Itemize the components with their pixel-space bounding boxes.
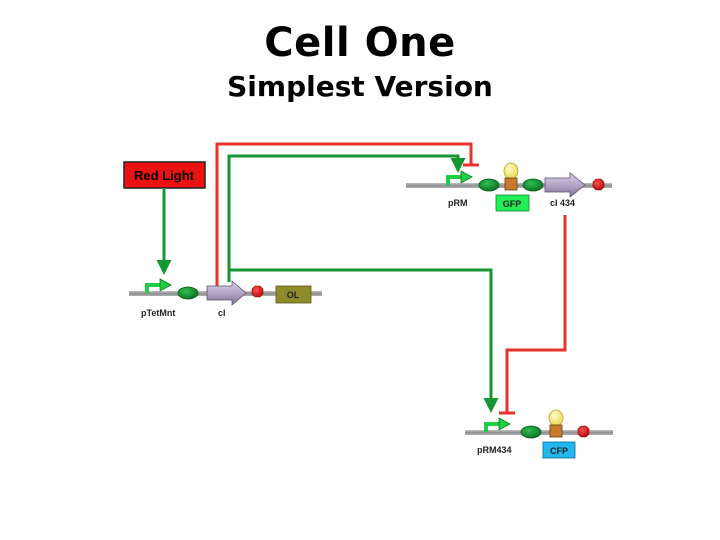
gfp-box — [495, 194, 530, 212]
promoter-arrow-icon — [446, 175, 463, 185]
terminator-icon — [251, 285, 264, 298]
prm434-label: pRM434 — [477, 445, 512, 455]
terminator-icon — [577, 425, 590, 438]
ci434-label: cI 434 — [550, 198, 575, 208]
rbs-icon — [177, 286, 199, 300]
construct-ptetmnt-ci: OL pTetMnt cI — [129, 278, 322, 318]
terminator-icon — [592, 178, 605, 191]
promoter-arrow-head — [159, 278, 172, 292]
promoter-arrow-icon — [484, 422, 501, 432]
promoter-arrow-icon — [145, 283, 162, 293]
red-light-box — [123, 161, 206, 189]
ol-box — [275, 285, 312, 304]
gene-arrow-icon — [206, 280, 247, 306]
repression-line-ci-to-prm — [215, 142, 473, 287]
construct-prm434-cfp: CFP pRM434 — [465, 409, 613, 459]
light-bulb-icon — [548, 409, 564, 427]
page-subtitle: Simplest Version — [227, 70, 493, 103]
rbs-icon — [478, 178, 500, 192]
construct-prm-gfp-ci434: GFP pRM cI 434 — [406, 162, 612, 212]
ci-label: cI — [218, 308, 226, 318]
prm-label: pRM — [448, 198, 468, 208]
reporter-gene-block — [549, 424, 563, 438]
activation-line-ci-to-prm434 — [227, 268, 499, 413]
rbs-icon — [520, 425, 542, 439]
page-title: Cell One — [264, 20, 456, 66]
activation-line-ci-to-prm — [227, 154, 466, 282]
reporter-gene-block — [504, 177, 518, 191]
promoter-arrow-head — [498, 417, 511, 431]
gfp-label: GFP — [503, 199, 522, 209]
cfp-label: CFP — [550, 446, 568, 456]
cfp-box — [542, 441, 576, 459]
promoter-arrow-head — [460, 170, 473, 184]
rbs-icon — [522, 178, 544, 192]
light-bulb-icon — [503, 162, 519, 180]
red-light-label: Red Light — [134, 168, 195, 183]
repression-line-ci434-to-prm434 — [505, 215, 567, 412]
gene-arrow-icon — [544, 172, 586, 198]
ol-label: OL — [287, 290, 300, 300]
ptetmnt-label: pTetMnt — [141, 308, 175, 318]
